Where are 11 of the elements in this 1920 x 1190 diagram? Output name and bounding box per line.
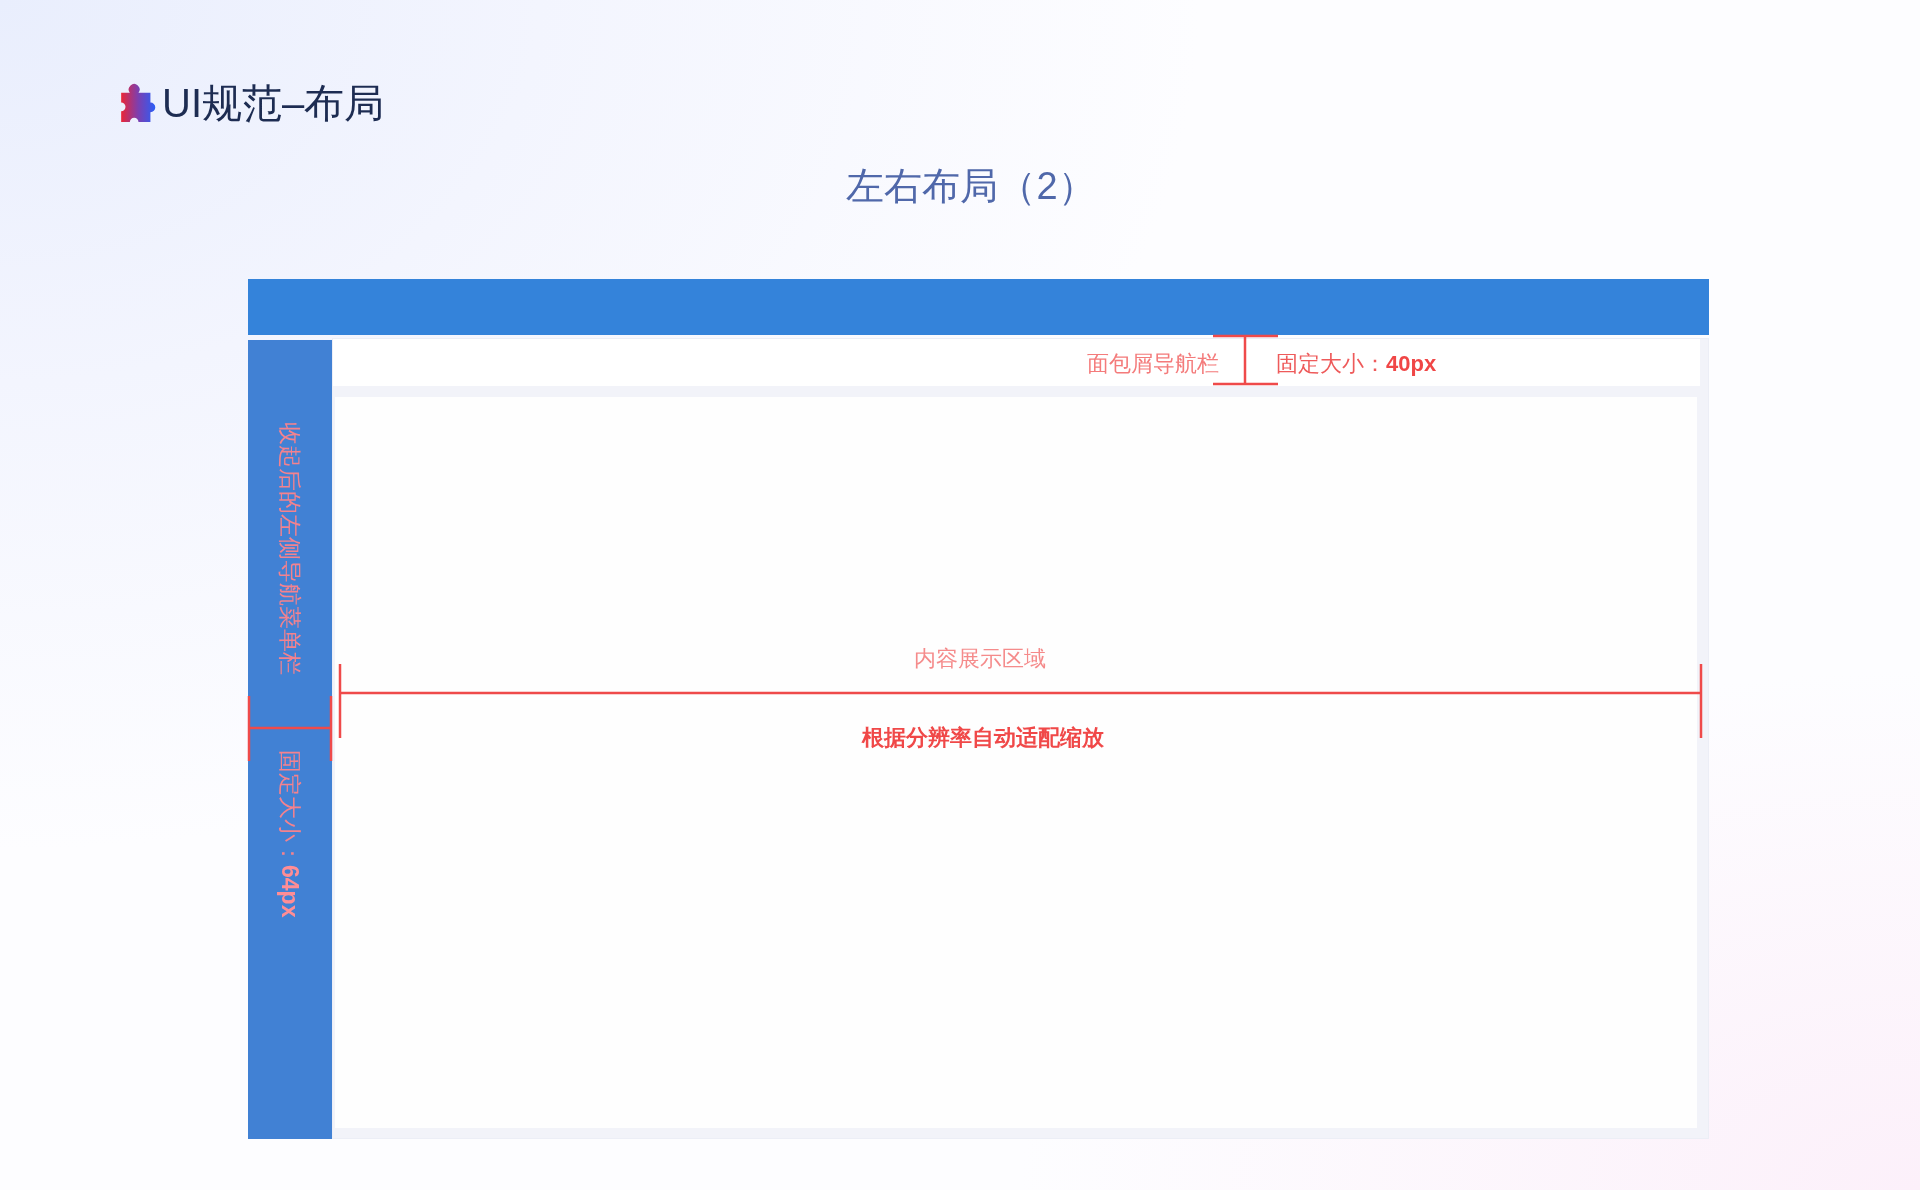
size-note: 固定大小：40px: [1276, 349, 1437, 378]
area-label: 内容展示区域: [914, 644, 1046, 673]
breadcrumb-label: 面包屑导航栏: [1087, 349, 1219, 378]
sidebar-label: 收起后的左侧导航菜单栏: [276, 422, 304, 675]
breadcrumb-bar: [333, 339, 1700, 386]
sidebar: [248, 340, 332, 1139]
header-bar: [248, 279, 1709, 335]
page-title: 左右布局（2）: [846, 163, 1096, 209]
size-note: 固定大小：64px: [276, 750, 304, 918]
scaling-note: 根据分辨率自动适配缩放: [862, 723, 1104, 752]
section-heading: UI规范–布局: [162, 80, 385, 127]
